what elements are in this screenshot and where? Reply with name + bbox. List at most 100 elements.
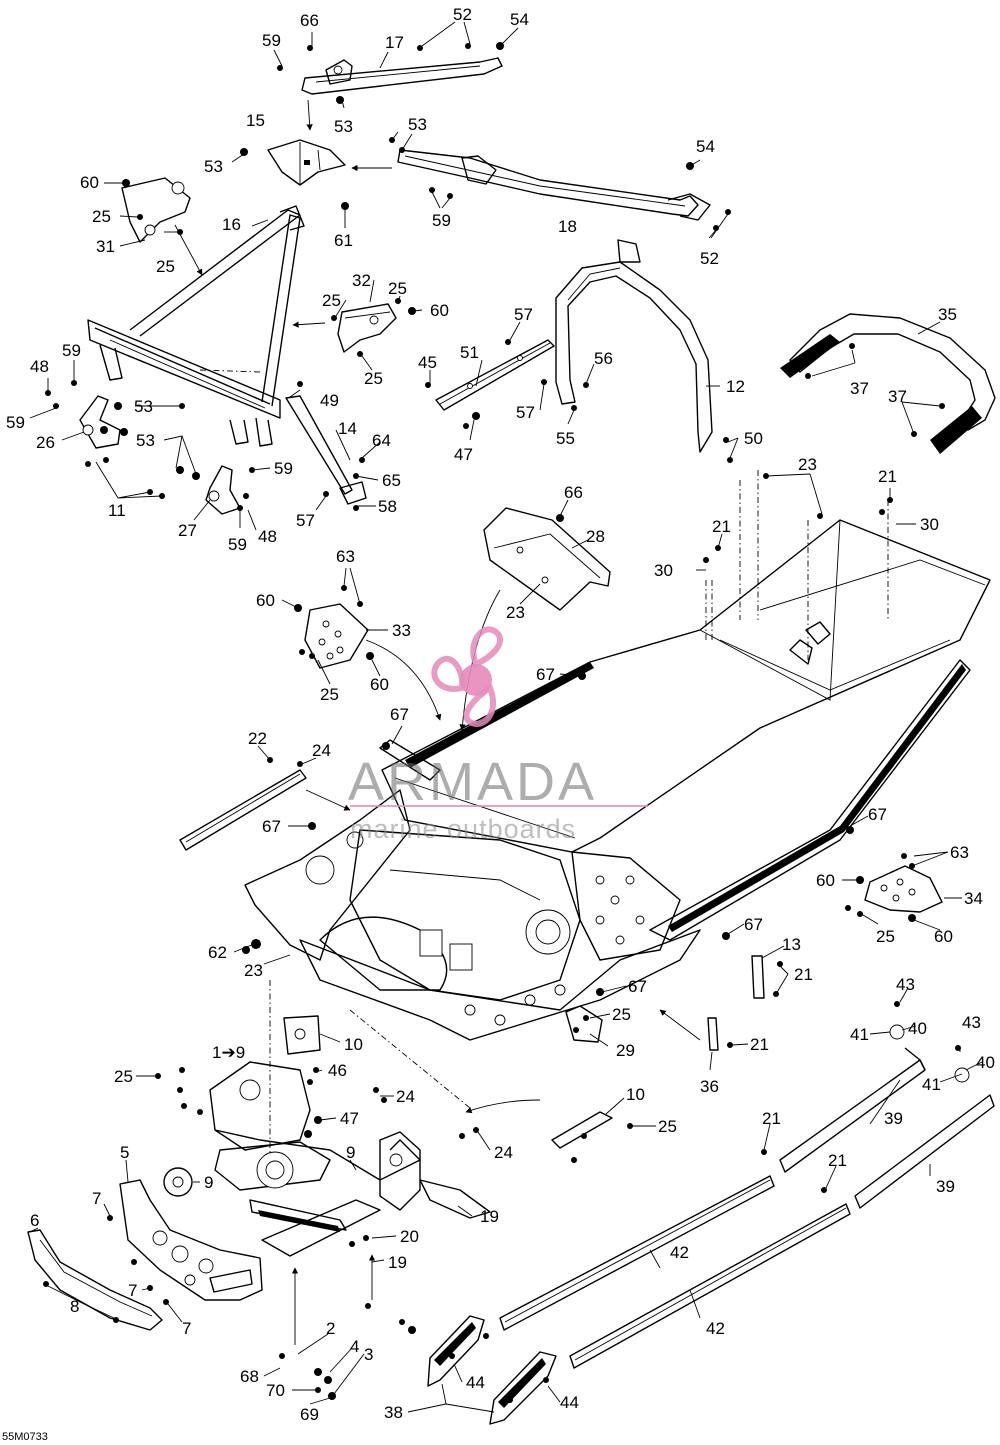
callout-19: 19 (480, 1207, 499, 1226)
callout-53: 53 (408, 115, 427, 134)
callout-8: 8 (70, 1297, 79, 1316)
callout-51: 51 (460, 343, 479, 362)
callout-66: 66 (564, 483, 583, 502)
watermark-title: ARMADA (348, 752, 597, 812)
callout-25: 25 (612, 1005, 631, 1024)
callout-29: 29 (616, 1041, 635, 1060)
callout-25: 25 (114, 1067, 133, 1086)
rail-39-lower (854, 1094, 995, 1209)
callout-38: 38 (384, 1403, 403, 1422)
callout-47: 47 (454, 445, 473, 464)
callout-30: 30 (920, 515, 939, 534)
callout-59: 59 (274, 459, 293, 478)
callout-42: 42 (670, 1243, 689, 1262)
callout-53: 53 (334, 117, 353, 136)
callout-41: 41 (850, 1025, 869, 1044)
callout-23: 23 (506, 603, 525, 622)
callout-53: 53 (136, 431, 155, 450)
bracket-29 (565, 1005, 603, 1043)
callout-31: 31 (96, 237, 115, 256)
callout-52: 52 (453, 5, 472, 24)
callout-59: 59 (432, 211, 451, 230)
callout-67: 67 (262, 817, 281, 836)
callout-48: 48 (258, 527, 277, 546)
callout-43: 43 (896, 975, 915, 994)
callout-20: 20 (400, 1227, 419, 1246)
callout-6: 6 (30, 1211, 39, 1230)
bracket-13 (751, 955, 765, 999)
callout-23: 23 (798, 455, 817, 474)
callout-4: 4 (350, 1337, 359, 1356)
plate-27 (205, 465, 241, 515)
callout-3: 3 (364, 1345, 373, 1364)
brace-18 (397, 149, 711, 221)
callout-57: 57 (514, 305, 533, 324)
callout-59: 59 (62, 341, 81, 360)
callout-34: 34 (964, 889, 983, 908)
callout-59: 59 (6, 413, 25, 432)
footrest-34 (864, 865, 943, 913)
callout-33: 33 (392, 621, 411, 640)
callout-53: 53 (134, 397, 153, 416)
propeller-logo (431, 626, 503, 727)
callout-60: 60 (430, 301, 449, 320)
callout-13: 13 (782, 935, 801, 954)
callout-56: 56 (594, 349, 613, 368)
callout-67: 67 (744, 915, 763, 934)
callout-48: 48 (30, 357, 49, 376)
callout-64: 64 (372, 431, 391, 450)
callout-63: 63 (336, 547, 355, 566)
callout-19: 19 (388, 1253, 407, 1272)
callout-37: 37 (850, 379, 869, 398)
callout-21: 21 (750, 1035, 769, 1054)
front-crossmember-assembly (209, 1061, 491, 1257)
callout-58: 58 (378, 497, 397, 516)
callout-49: 49 (320, 391, 339, 410)
callout-25: 25 (876, 927, 895, 946)
callout-35: 35 (938, 305, 957, 324)
callout-2: 2 (326, 1319, 335, 1338)
callout-65: 65 (382, 471, 401, 490)
bracket-10-lower (551, 1111, 613, 1149)
callout-66: 66 (300, 11, 319, 30)
callout-59: 59 (228, 535, 247, 554)
callout-47: 47 (340, 1109, 359, 1128)
callout-16: 16 (222, 215, 241, 234)
callout-60: 60 (256, 591, 275, 610)
callout-18: 18 (558, 217, 577, 236)
callout-54: 54 (696, 137, 715, 156)
callout-labels: 66 17 52 54 59 53 15 53 53 54 59 18 52 6… (6, 5, 995, 1424)
callout-40: 40 (976, 1053, 995, 1072)
rail-42-lower (569, 1203, 851, 1369)
callout-50: 50 (744, 429, 763, 448)
callout-14: 14 (338, 419, 357, 438)
plate-26 (79, 395, 121, 449)
callout-60: 60 (816, 871, 835, 890)
fasteners (43, 42, 961, 1403)
callout-21: 21 (712, 517, 731, 536)
bar-51 (435, 339, 555, 411)
callout-25: 25 (92, 207, 111, 226)
callout-39: 39 (884, 1109, 903, 1128)
callout-46: 46 (328, 1061, 347, 1080)
callout-1-to-9: 1➔9 (212, 1043, 245, 1062)
bracket-28 (483, 507, 611, 611)
strut-14 (285, 395, 367, 505)
bracket-10-upper (283, 1015, 321, 1055)
callout-24: 24 (396, 1087, 415, 1106)
steering-support-12 (555, 239, 713, 453)
callout-25: 25 (388, 279, 407, 298)
callout-44: 44 (560, 1393, 579, 1412)
callout-circle-9 (163, 1167, 193, 1197)
callout-53: 53 (204, 157, 223, 176)
callout-54: 54 (510, 10, 529, 29)
callout-43: 43 (962, 1013, 981, 1032)
callout-57: 57 (516, 403, 535, 422)
callout-52: 52 (700, 249, 719, 268)
callout-67: 67 (628, 977, 647, 996)
callout-9: 9 (346, 1143, 355, 1162)
callout-10: 10 (344, 1035, 363, 1054)
callout-25: 25 (320, 685, 339, 704)
callout-41: 41 (922, 1075, 941, 1094)
